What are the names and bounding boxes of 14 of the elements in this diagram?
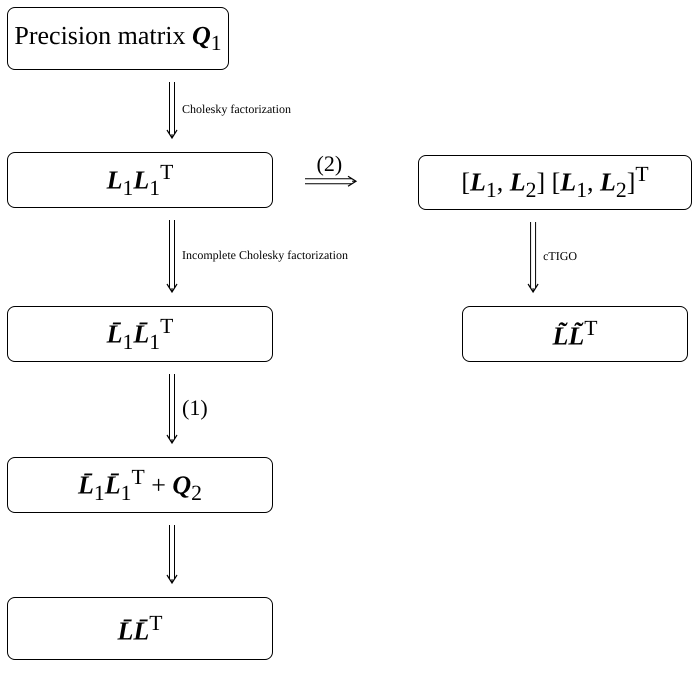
math-box [7, 597, 273, 660]
edge-label: Cholesky factorization [182, 102, 291, 117]
formula-text: [L$_{1}$, L$_{2}$] [L$_{1}$, L$_{2}$]$^{T}$ [461, 162, 649, 203]
math-box [7, 306, 273, 362]
formula-text: Precision matrix Q$_{1}$ [14, 20, 222, 56]
math-box [7, 7, 229, 70]
formula-text: L̃L̃$^{T}$ [552, 316, 598, 352]
math-box [7, 457, 273, 513]
math-box [462, 306, 688, 362]
formula-text: L̄L̄$^{T}$ [118, 610, 162, 646]
edge-label: Incomplete Cholesky factorization [182, 248, 348, 263]
math-box [7, 152, 273, 208]
math-box [418, 155, 692, 210]
formula-text: L̄$_{1}$L̄$_{1}$$^{T}$ + Q$_{2}$ [78, 464, 202, 506]
